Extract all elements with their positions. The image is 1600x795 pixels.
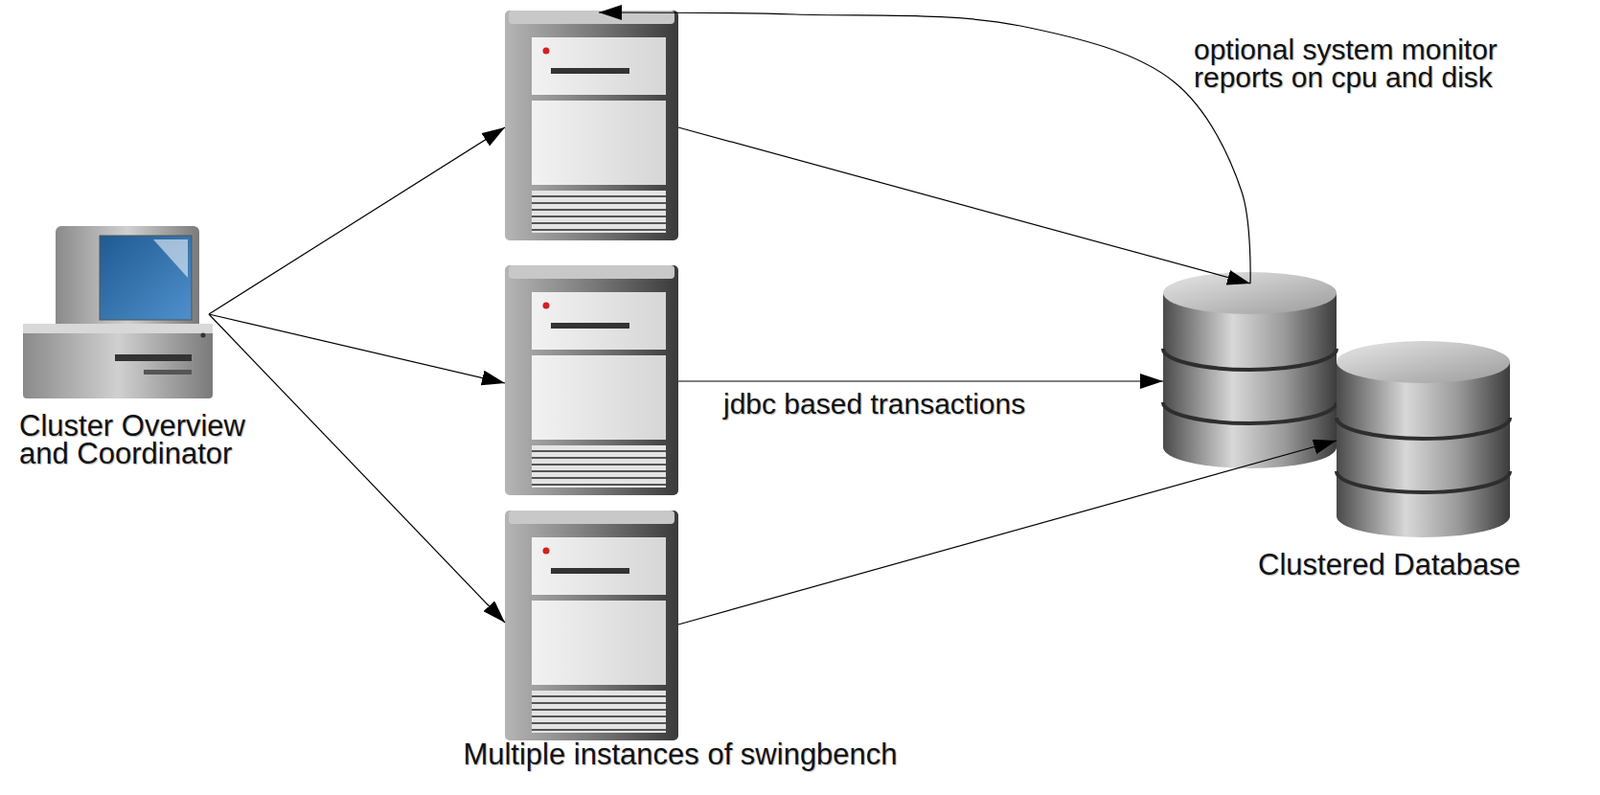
connector-arrow (678, 127, 1251, 284)
connector-arrow (208, 314, 505, 384)
server-icon (504, 10, 679, 241)
node-label: Clustered Database (1235, 550, 1543, 579)
connector-arrow (678, 380, 1164, 382)
workstation-node: Cluster Overview and Coordinator (14, 220, 302, 475)
node-label: Cluster Overview and Coordinator (19, 411, 298, 469)
database-cylinder (1336, 341, 1510, 538)
connector-arrow (208, 314, 505, 623)
connector-arrow (208, 127, 505, 315)
workstation-icon (22, 226, 213, 399)
connector-label: optional system monitor reports on cpu a… (1193, 36, 1578, 92)
connector-arrow (598, 12, 1251, 284)
node-label: Multiple instances of swingbench (421, 740, 939, 769)
connector-arrow (678, 440, 1337, 625)
database-cylinder (1163, 272, 1337, 469)
connector-label: jdbc based transactions (723, 390, 1107, 419)
server-icon (504, 265, 679, 496)
database-node: Clustered Database (1140, 263, 1543, 595)
server-icon (504, 510, 679, 741)
